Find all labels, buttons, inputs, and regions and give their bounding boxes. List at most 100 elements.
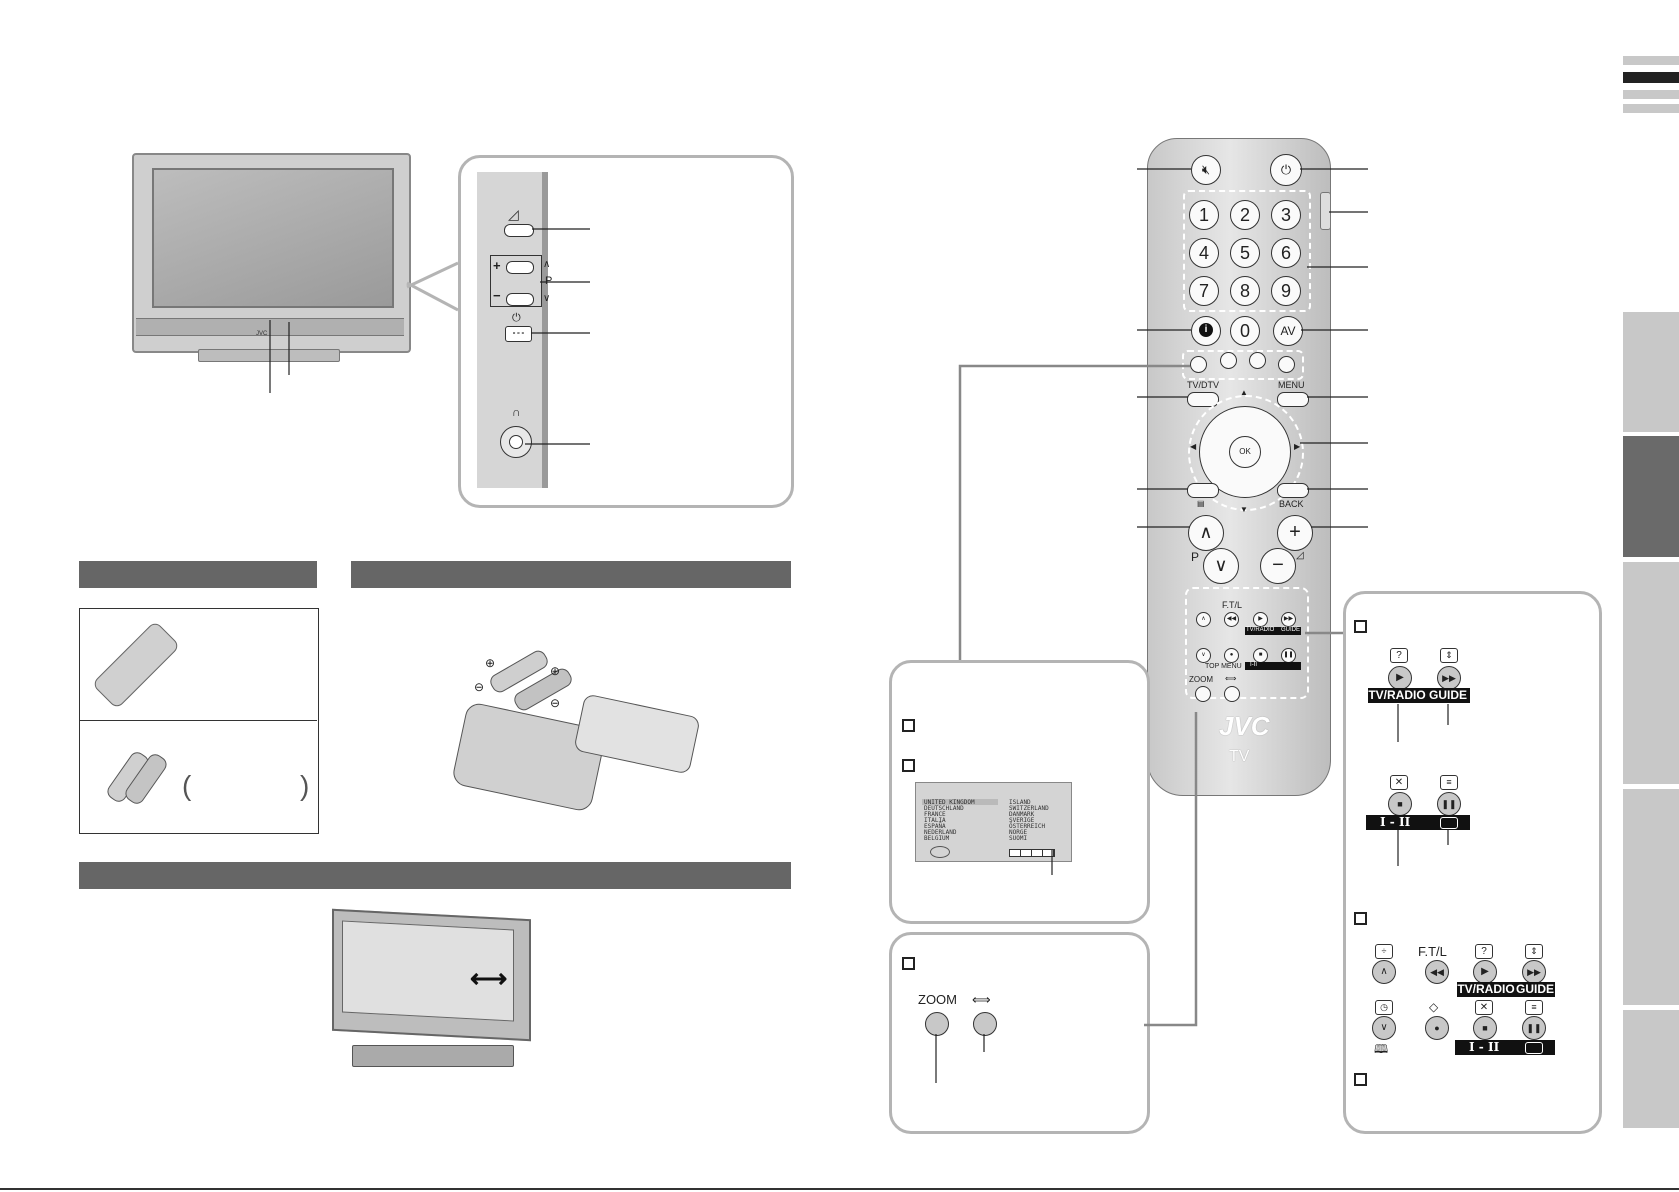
- remote-dtv-top-key-1[interactable]: ∧: [1196, 612, 1211, 627]
- section-tab-3[interactable]: [1623, 562, 1679, 784]
- minus-symbol: ⊖: [474, 680, 485, 694]
- remote-dtv-top-key-4[interactable]: ▶▶: [1281, 612, 1296, 627]
- number-key-9[interactable]: 9: [1271, 276, 1301, 306]
- guide-icon: ⇕: [1440, 648, 1458, 663]
- bullet-square-3: [902, 957, 915, 970]
- channel-down-button[interactable]: [506, 293, 534, 306]
- number-key-1[interactable]: 1: [1189, 200, 1219, 230]
- guide-label-2: GUIDE: [1515, 982, 1555, 997]
- number-key-5[interactable]: 5: [1230, 238, 1260, 268]
- subtitle-box-icon: [1440, 817, 1458, 829]
- right-parenthesis: ): [300, 770, 310, 801]
- volume-icon: ◿: [508, 206, 519, 222]
- tvradio-label: TV/RADIO: [1368, 688, 1426, 703]
- remote-dtv-top-key-3[interactable]: ▶: [1253, 612, 1268, 627]
- number-key-7[interactable]: 7: [1189, 276, 1219, 306]
- remote-iii-small: I-II: [1250, 662, 1257, 668]
- remote-dtv-bottom-key-3[interactable]: ■: [1253, 648, 1268, 663]
- panel-minus: −: [493, 288, 501, 303]
- pause-button-2[interactable]: ❚❚: [1522, 1016, 1546, 1040]
- arrow-down-icon: ▼: [1240, 505, 1248, 514]
- tv-stand: [198, 349, 340, 362]
- remote-aspect-button[interactable]: [1224, 686, 1240, 702]
- zoom-label: ZOOM: [918, 992, 957, 1007]
- channel-up-button[interactable]: [506, 261, 534, 274]
- rotating-tv-base: [352, 1045, 514, 1067]
- remote-dtv-bottom-key-1[interactable]: ∨: [1196, 648, 1211, 663]
- page-up-icon: ÷: [1375, 944, 1393, 959]
- aspect-button-large[interactable]: [973, 1012, 997, 1036]
- number-key-4[interactable]: 4: [1189, 238, 1219, 268]
- plus-symbol-2: ⊕: [550, 664, 561, 678]
- av-button[interactable]: AV: [1273, 316, 1303, 346]
- back-button[interactable]: [1277, 483, 1309, 498]
- cancel-icon: ✕: [1390, 775, 1408, 790]
- back-label: BACK: [1279, 499, 1304, 509]
- section-tab-5[interactable]: [1623, 1010, 1679, 1128]
- guide-ff-button[interactable]: ▶▶: [1437, 666, 1461, 690]
- remote-aspect-icon: ⟺: [1225, 674, 1237, 683]
- power-remote-button[interactable]: ⏻: [1270, 154, 1302, 186]
- info-button[interactable]: i: [1191, 316, 1221, 346]
- number-key-6[interactable]: 6: [1271, 238, 1301, 268]
- yellow-key[interactable]: [1249, 352, 1266, 369]
- i-ii-label: I - II: [1366, 815, 1470, 830]
- teletext-button[interactable]: [1187, 483, 1219, 498]
- battery-header-bar: [351, 561, 791, 588]
- stop-button-2[interactable]: ■: [1473, 1016, 1497, 1040]
- page-up-button[interactable]: ∧: [1372, 960, 1396, 984]
- volume-rocker-up[interactable]: +: [1277, 515, 1313, 551]
- mute-button[interactable]: 🔇︎: [1191, 155, 1221, 185]
- aspect-icon: ⟺: [972, 992, 991, 1007]
- rewind-button[interactable]: ◀◀: [1425, 960, 1449, 984]
- section-tab-1[interactable]: [1623, 312, 1679, 432]
- tvdtv-label: TV/DTV: [1187, 380, 1220, 390]
- osd-right-column: ISLAND SWITZERLAND DANMARK SVERIGE ÖSTER…: [1009, 799, 1049, 842]
- subtitle-box-icon-2: [1525, 1042, 1543, 1054]
- menu-label: MENU: [1278, 380, 1305, 390]
- rotation-arrow-icon: ⟷: [470, 963, 508, 993]
- ftl-label: F.T/L: [1418, 944, 1447, 959]
- ff-button-2[interactable]: ▶▶: [1522, 960, 1546, 984]
- zoom-button-large[interactable]: [925, 1012, 949, 1036]
- number-key-2[interactable]: 2: [1230, 200, 1260, 230]
- remote-zoom-button[interactable]: [1195, 686, 1211, 702]
- pause-button[interactable]: ❚❚: [1437, 792, 1461, 816]
- menu-button[interactable]: [1277, 392, 1309, 407]
- remote-topmenu-small: TOP MENU: [1205, 663, 1242, 670]
- remote-dtv-bottom-key-4[interactable]: ❚❚: [1281, 648, 1296, 663]
- record-button[interactable]: ●: [1425, 1016, 1449, 1040]
- ok-button[interactable]: OK: [1229, 436, 1261, 468]
- remote-guide-small: GUIDE: [1281, 627, 1301, 633]
- osd-nav-icon: [930, 846, 950, 858]
- osd-left-column: UNITED KINGDOM DEUTSCHLAND FRANCE ITALIA…: [924, 799, 975, 842]
- number-pad-group: [1183, 190, 1311, 312]
- channel-p-label: P: [1191, 550, 1200, 564]
- page-down-button[interactable]: ∨: [1372, 1016, 1396, 1040]
- tvradio-play-button[interactable]: ▶: [1388, 666, 1412, 690]
- record-diamond-icon: ◇: [1429, 1000, 1439, 1014]
- blue-key[interactable]: [1278, 356, 1295, 373]
- info-icon: i: [1199, 323, 1213, 337]
- power-button[interactable]: ∘∘∘: [505, 326, 532, 342]
- channel-rocker-down[interactable]: ∨: [1203, 548, 1239, 584]
- osd-highlight-bar: [922, 799, 998, 805]
- remote-dtv-bottom-key-2[interactable]: ●: [1224, 648, 1239, 663]
- channel-rocker-up[interactable]: ∧: [1188, 515, 1224, 551]
- section-tab-2[interactable]: [1623, 436, 1679, 557]
- volume-button[interactable]: [504, 224, 534, 237]
- remote-dtv-top-key-2[interactable]: ◀◀: [1224, 612, 1239, 627]
- volume-rocker-down[interactable]: −: [1260, 548, 1296, 584]
- remote-ftl-label: F.T/L: [1222, 600, 1243, 610]
- number-key-0[interactable]: 0: [1230, 316, 1260, 346]
- section-tab-4[interactable]: [1623, 789, 1679, 1005]
- subtitle-icon-2: ≡: [1525, 1000, 1543, 1015]
- number-key-3[interactable]: 3: [1271, 200, 1301, 230]
- stop-button[interactable]: ■: [1388, 792, 1412, 816]
- power-icon: ⏻: [512, 312, 521, 324]
- green-key[interactable]: [1220, 352, 1237, 369]
- red-key[interactable]: [1190, 356, 1207, 373]
- bullet-square-4: [1354, 620, 1367, 633]
- number-key-8[interactable]: 8: [1230, 276, 1260, 306]
- play-button-2[interactable]: ▶: [1473, 960, 1497, 984]
